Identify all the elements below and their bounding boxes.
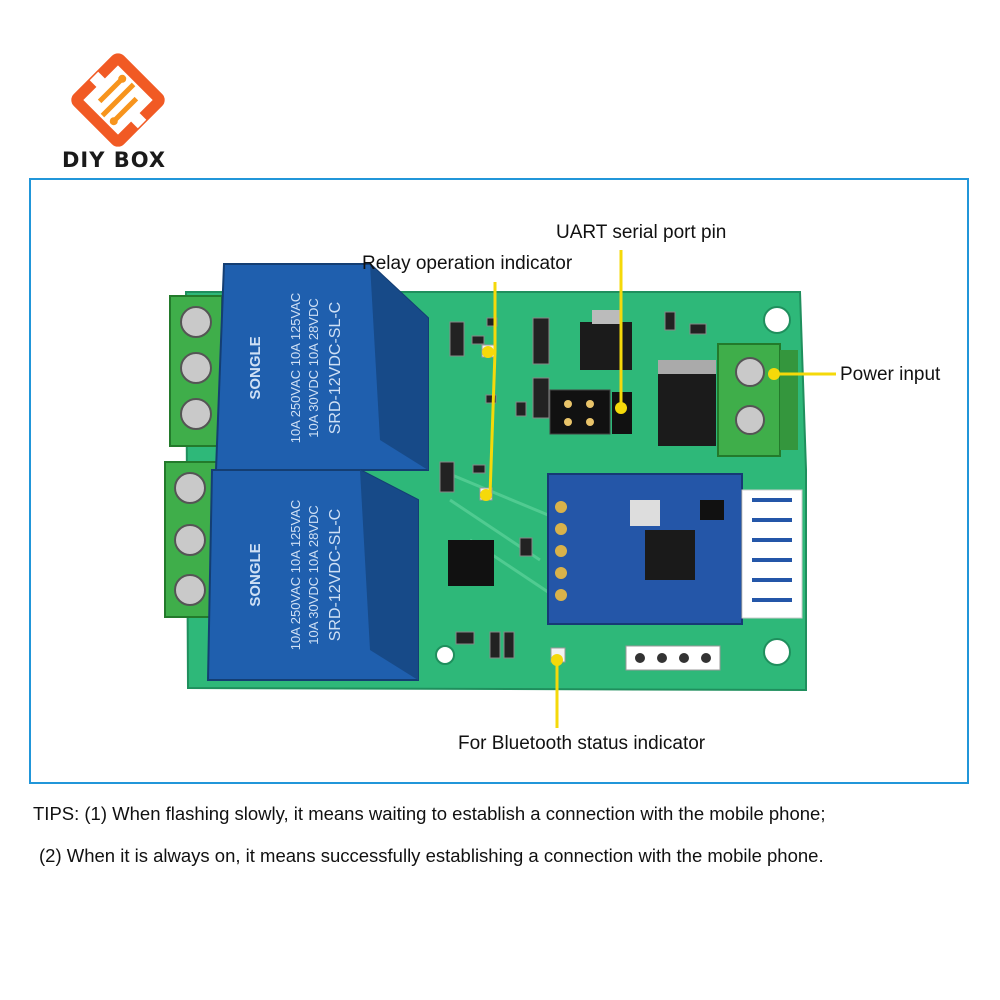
output-terminal-bottom: [164, 461, 218, 618]
uart-header: [549, 389, 632, 435]
tip-line-2: (2) When it is always on, it means succe…: [39, 845, 824, 866]
relay-bottom-brand: SONGLE: [247, 543, 264, 606]
brand-name: DIY BOX: [62, 148, 167, 172]
relay-top-brand: SONGLE: [247, 336, 264, 399]
callout-relay-label: Relay operation indicator: [362, 253, 573, 274]
diy-box-logo-icon: [71, 53, 165, 147]
relay-top-model: SRD-12VDC-SL-C: [327, 302, 344, 434]
bluetooth-module: [547, 473, 803, 625]
bottom-header: [625, 645, 721, 671]
voltage-regulator: [580, 310, 716, 446]
smd-components: [439, 311, 707, 659]
callout-power-label: Power input: [840, 364, 941, 385]
callout-bluetooth-label: For Bluetooth status indicator: [458, 733, 706, 754]
relay-bottom-rating2: 10A 30VDC 10A 28VDC: [306, 505, 321, 644]
power-terminal: [717, 343, 798, 457]
relay-top: SONGLE 10A 250VAC 10A 125VAC 10A 30VDC 1…: [214, 263, 429, 471]
callout-lines: [480, 250, 836, 728]
relay-bottom-rating1: 10A 250VAC 10A 125VAC: [288, 500, 303, 651]
relay-top-rating2: 10A 30VDC 10A 28VDC: [306, 298, 321, 437]
output-terminal-top: [169, 295, 223, 447]
driver-ic: [448, 540, 494, 586]
callout-uart-label: UART serial port pin: [556, 222, 727, 243]
relay-top-rating1: 10A 250VAC 10A 125VAC: [288, 293, 303, 444]
tip-line-1: TIPS: (1) When flashing slowly, it means…: [33, 803, 826, 824]
relay-bottom: SONGLE 10A 250VAC 10A 125VAC 10A 30VDC 1…: [206, 469, 419, 681]
relay-bottom-model: SRD-12VDC-SL-C: [327, 509, 344, 641]
